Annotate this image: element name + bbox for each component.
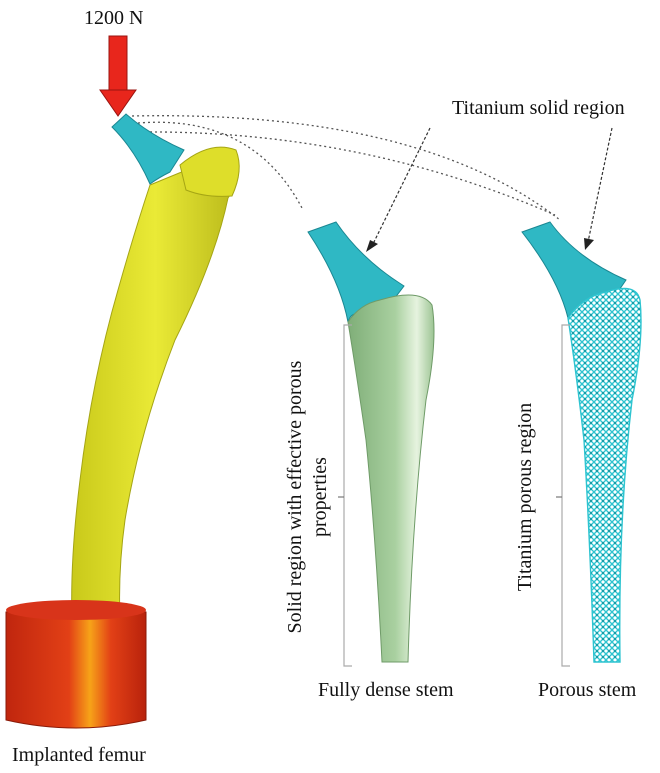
femur-base-block: [6, 604, 146, 728]
load-arrow: [100, 36, 136, 116]
leader-arrowhead-left: [366, 240, 378, 252]
solid-effective-line1: Solid region with effective porous: [283, 327, 308, 667]
leader-arrows: [372, 128, 612, 246]
femur-shaft: [72, 150, 239, 620]
load-label: 1200 N: [84, 8, 143, 28]
titanium-solid-label: Titanium solid region: [452, 98, 625, 118]
dense-region-bracket: [338, 325, 352, 666]
porous-region-bracket: [556, 325, 570, 666]
porous-stem-figure: [522, 222, 641, 662]
implanted-femur-figure: [6, 114, 239, 728]
implanted-femur-label: Implanted femur: [12, 745, 146, 765]
femur-implant-neck: [112, 114, 184, 184]
leader-arrowhead-right: [584, 238, 594, 250]
solid-effective-line2: properties: [308, 327, 333, 667]
dense-stem-body: [348, 295, 434, 662]
titanium-porous-label: Titanium porous region: [513, 367, 539, 627]
porous-stem-body: [568, 288, 641, 662]
femur-trochanter: [180, 147, 239, 196]
porous-stem-label: Porous stem: [538, 680, 636, 700]
solid-effective-label: Solid region with effective porous prope…: [283, 327, 337, 667]
titanium-porous-line: Titanium porous region: [513, 367, 538, 627]
femur-base-top: [6, 600, 146, 620]
fully-dense-stem-label: Fully dense stem: [318, 680, 454, 700]
